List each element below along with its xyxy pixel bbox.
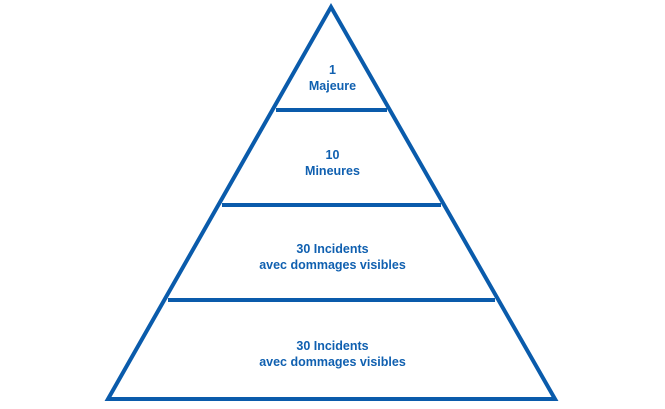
tier-4-count: 30 Incidents [296, 339, 369, 353]
tier-1-label: 1 Majeure [0, 62, 665, 94]
tier-2-name: Mineures [305, 164, 360, 178]
tier-2-count: 10 [325, 148, 340, 162]
tier-3-count: 30 Incidents [296, 242, 369, 256]
tier-3-label: 30 Incidents avec dommages visibles [0, 241, 665, 273]
tier-2-label: 10 Mineures [0, 147, 665, 179]
tier-4-label: 30 Incidents avec dommages visibles [0, 338, 665, 370]
tier-4-name: avec dommages visibles [259, 355, 406, 369]
tier-1-name: Majeure [308, 79, 357, 93]
tier-3-name: avec dommages visibles [259, 258, 406, 272]
tier-1-count: 1 [329, 63, 336, 77]
pyramid-outline [104, 2, 559, 401]
